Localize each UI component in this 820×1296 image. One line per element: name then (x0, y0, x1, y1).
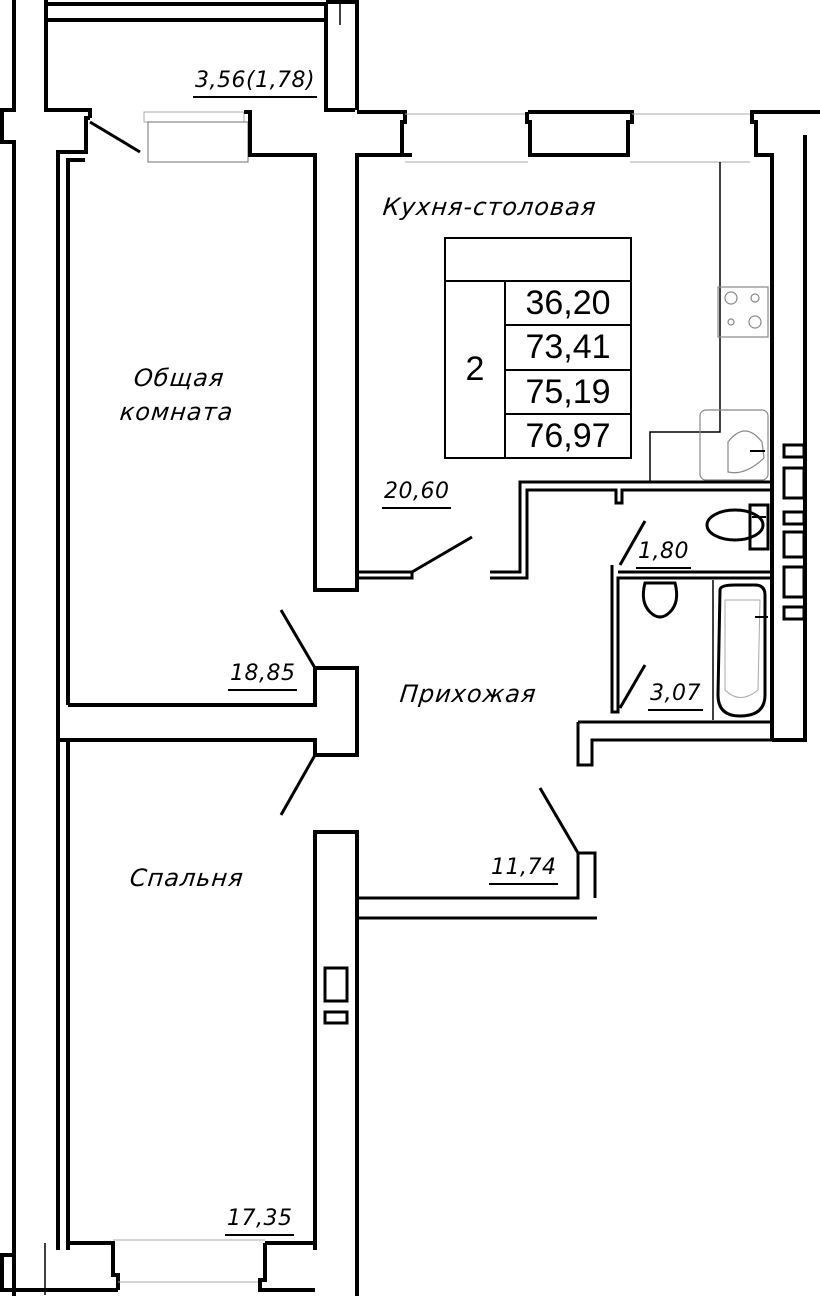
balcony (44, 0, 359, 154)
room-label-bedroom: Спальня (128, 864, 246, 892)
area-living: 18,85 (228, 663, 298, 691)
area-summary-table: 2 36,20 73,41 75,19 76,97 (444, 237, 632, 459)
room-count: 2 (446, 282, 506, 457)
room-label-living-line1: Общая (132, 364, 226, 392)
area-value-living: 36,20 (506, 282, 630, 327)
area-value-with-balcony-reduced: 75,19 (506, 371, 630, 415)
area-values: 36,20 73,41 75,19 76,97 (506, 282, 630, 457)
area-wc: 1,80 (636, 541, 691, 569)
sink (699, 409, 769, 481)
room-label-kitchen: Кухня-столовая (381, 193, 598, 221)
area-value-total: 73,41 (506, 326, 630, 371)
area-bedroom: 17,35 (225, 1208, 295, 1236)
bathroom (576, 580, 772, 767)
area-kitchen: 20,60 (382, 481, 452, 509)
shaft-blocks (782, 443, 806, 621)
room-label-living-line2: комната (118, 398, 235, 426)
living-room-walls (56, 110, 412, 1250)
area-balcony: 3,56(1,78) (193, 70, 318, 98)
central-partitions (357, 480, 772, 580)
kitchen-counter (649, 162, 769, 482)
toilet (705, 508, 765, 542)
wc-room (610, 503, 772, 714)
hall-doors (279, 609, 597, 920)
summary-table-header (446, 239, 630, 282)
washbasin (641, 581, 679, 619)
area-hall: 11,74 (489, 857, 559, 885)
bathtub (716, 583, 767, 718)
area-bathroom: 3,07 (648, 683, 703, 711)
kitchen-windows (357, 110, 820, 742)
bedroom-walls (44, 830, 359, 1296)
stove (717, 286, 769, 338)
room-label-hall: Прихожая (398, 680, 539, 708)
area-value-with-balcony-full: 76,97 (525, 416, 611, 455)
